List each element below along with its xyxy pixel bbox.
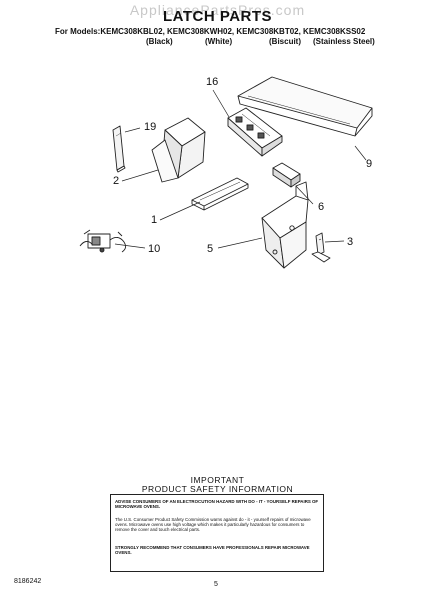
part-2-latch-bracket [151, 117, 206, 183]
color-black: (Black) [146, 37, 173, 46]
callout-3: 3 [347, 236, 354, 248]
callout-9: 9 [366, 158, 373, 170]
part-3-clip [311, 232, 331, 263]
callout-16: 16 [206, 76, 219, 88]
safety-box: ADVISE CONSUMERS OF AN ELECTROCUTION HAZ… [110, 494, 324, 572]
models-line: For Models:KEMC308KBL02, KEMC308KWH02, K… [55, 27, 366, 36]
safety-warning-1: ADVISE CONSUMERS OF AN ELECTROCUTION HAZ… [115, 499, 319, 509]
safety-warning-2: The U.S. Consumer Product Safety Commiss… [115, 517, 311, 532]
safety-heading-important: IMPORTANT [190, 475, 245, 485]
callout-19: 19 [144, 121, 157, 133]
safety-heading-product: PRODUCT SAFETY INFORMATION [141, 484, 294, 494]
page-number: 5 [214, 581, 218, 588]
part-19-plate [112, 125, 126, 173]
callout-1: 1 [151, 214, 158, 226]
callout-2: 2 [113, 175, 120, 187]
part-9-latch-bar [237, 76, 373, 137]
part-1-strip [191, 177, 249, 211]
part-16-latch-board [227, 107, 283, 157]
page-title: LATCH PARTS [162, 8, 273, 25]
callout-10: 10 [148, 243, 161, 255]
color-stainless: (Stainless Steel) [313, 37, 375, 46]
safety-warning-3: STRONGLY RECOMMEND THAT CONSUMERS HAVE P… [115, 545, 310, 555]
part-6-block [272, 162, 301, 188]
callout-5: 5 [207, 243, 214, 255]
part-number: 8186242 [14, 578, 42, 585]
color-white: (White) [205, 37, 233, 46]
callout-6: 6 [318, 201, 325, 213]
leader-lines [114, 89, 367, 249]
color-biscuit: (Biscuit) [269, 37, 301, 46]
part-10-switch [79, 229, 127, 253]
watermark: AppliancePartsPros.com [129, 2, 306, 18]
part-5-bracket [261, 181, 309, 269]
